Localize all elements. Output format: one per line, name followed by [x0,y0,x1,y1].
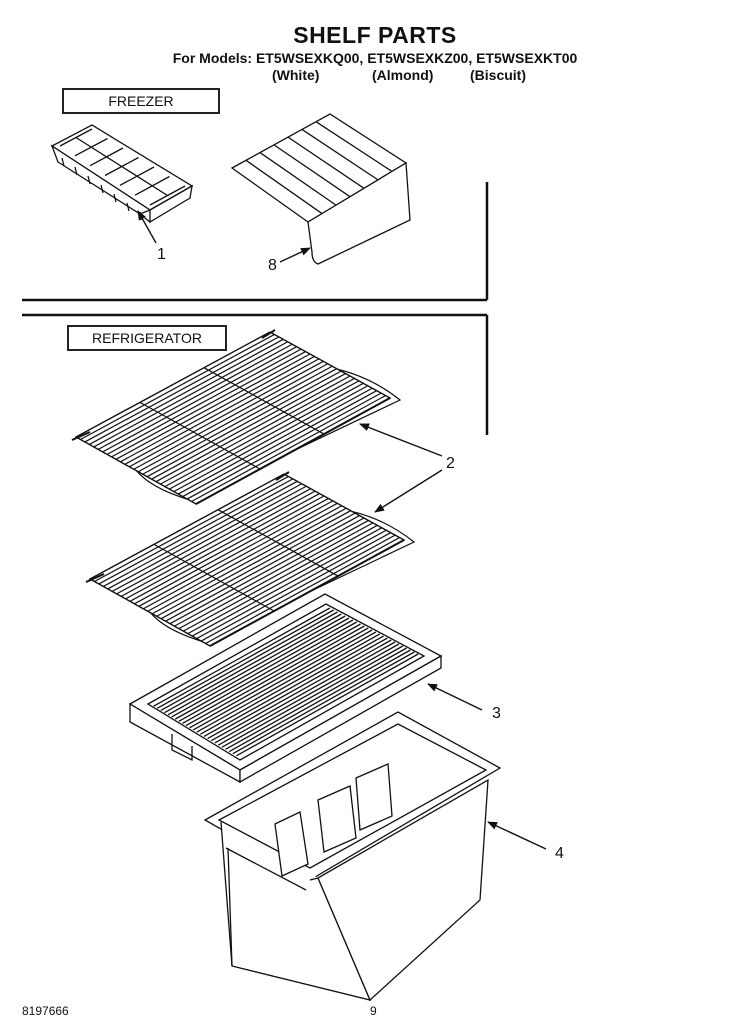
leader-ice-tray [138,210,156,243]
variant-white: (White) [272,67,320,83]
leader-arrows [138,210,546,849]
freezer-shelf-wires [246,122,392,214]
callout-ice-tray: 1 [157,246,166,263]
callout-freezer-shelf: 8 [268,257,277,274]
models-line: For Models: ET5WSEXKQ00, ET5WSEXKZ00, ET… [172,50,578,66]
wire-shelf-lower [86,472,414,646]
wire-shelf-upper [72,330,400,504]
freezer-frame [22,182,487,300]
leader-freezer-shelf [280,248,311,262]
freezer-section-label: FREEZER [62,88,220,114]
refrigerator-section-label: REFRIGERATOR [67,325,227,351]
glass-shelf-drawing [130,594,441,782]
page-number: 9 [370,1004,377,1018]
callout-crisper-bin: 4 [555,845,564,862]
leader-crisper-bin [487,822,546,849]
part-number: 8197666 [22,1004,69,1018]
refrigerator-frame [22,315,487,435]
variant-almond: (Almond) [372,67,434,83]
leader-wire-shelf-upper [359,424,442,456]
ice-tray-cells [60,129,185,205]
freezer-shelf-drawing [232,114,410,264]
leader-wire-shelf-lower [374,470,442,512]
callout-wire-shelves: 2 [446,455,455,472]
page-title: SHELF PARTS [293,22,457,48]
variant-biscuit: (Biscuit) [470,67,526,83]
ice-tray-drawing [52,125,192,222]
leader-glass-shelf [427,684,482,710]
glass-shelf-ribs [154,608,419,756]
crisper-bin-drawing [205,712,500,1000]
ice-tray-legs [62,158,142,220]
callout-glass-shelf: 3 [492,705,501,722]
